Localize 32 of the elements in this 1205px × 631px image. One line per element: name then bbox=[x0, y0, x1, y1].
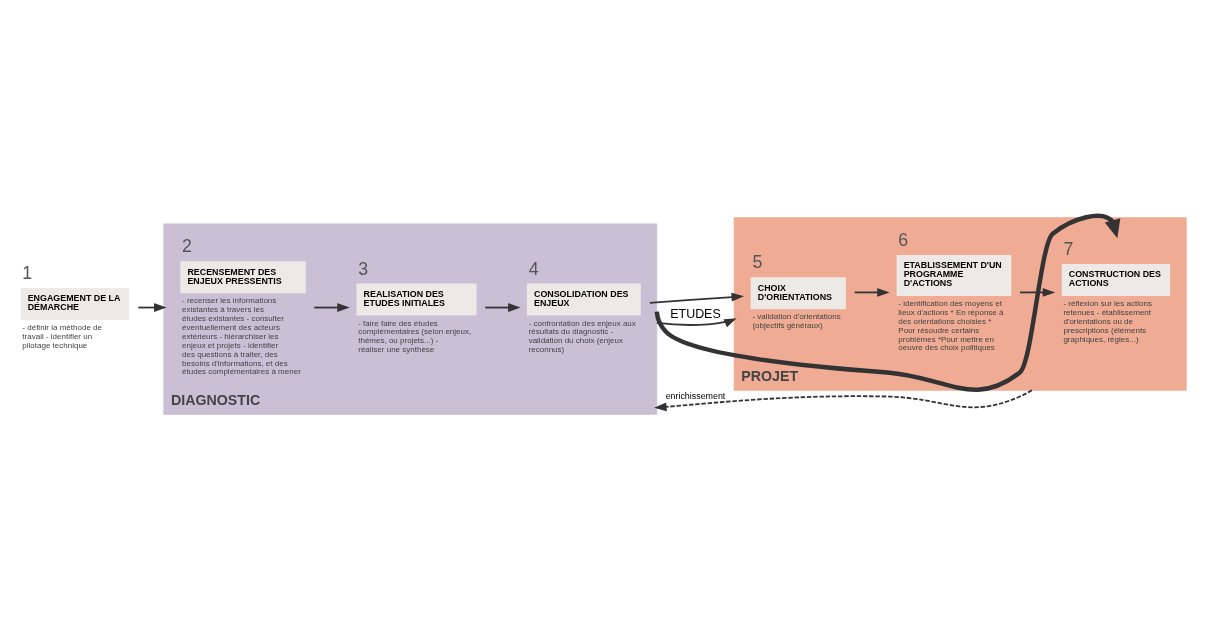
node-label: 4 bbox=[528, 258, 539, 279]
node-label: - confrontation des enjeux aux résultats du diagnostic - validation du choix (enjeux reconnus) bbox=[528, 318, 636, 354]
arrow bbox=[648, 292, 744, 304]
arrow bbox=[313, 302, 350, 312]
arrow bbox=[484, 302, 521, 312]
node-label: 6 bbox=[898, 229, 909, 250]
node-label: 5 bbox=[752, 251, 763, 272]
edge-label: ETUDES bbox=[670, 306, 721, 321]
node-label: - identification des moyens et lieux d'actions * En réponse à des orientations choisies * Pour résoudre certains problèmes *Pour mettre en oeuvre des choix politiques bbox=[898, 298, 1004, 352]
node-label: - validation d'orientations (objectifs généraux) bbox=[752, 311, 841, 330]
node-box: REALISATION DES ETUDES INITIALES bbox=[356, 283, 477, 316]
node-box: CHOIX D'ORIENTATIONS bbox=[750, 276, 846, 309]
node-label: 7 bbox=[1063, 238, 1074, 259]
node-box: RECENSEMENT DES ENJEUX PRESSENTIS bbox=[180, 260, 306, 293]
node-label: - recenser les informations existantes à travers les études existantes - consulter éventuellement des acteurs extérieurs - hiérarchiser les enjeux et projets - identifier des questions à traiter, des besoins d'informations, et des études complémentaires à mener bbox=[182, 295, 301, 376]
node-label: - définir la méthode de travail - identifier un pilotage technique bbox=[22, 322, 102, 350]
arrow bbox=[654, 388, 1033, 411]
node-box: CONSTRUCTION DES ACTIONS bbox=[1061, 263, 1171, 296]
arrow bbox=[137, 302, 167, 312]
node-label: - faire faire des études complémentaires (selon enjeux, thèmes, ou projets...) - réaliser une synthèse bbox=[358, 318, 472, 354]
node-box: ENGAGEMENT DE LA DÉMARCHE bbox=[20, 287, 130, 320]
arrow bbox=[853, 287, 890, 297]
node-box: ETABLISSEMENT D'UN PROGRAMME D'ACTIONS bbox=[896, 254, 1012, 296]
node-label: 1 bbox=[22, 262, 33, 283]
node-label: 3 bbox=[358, 258, 369, 279]
node-label: 2 bbox=[182, 235, 192, 256]
arrow bbox=[655, 317, 737, 327]
node-box: CONSOLIDATION DES ENJEUX bbox=[526, 283, 641, 316]
edge-label: enrichissement bbox=[665, 390, 726, 401]
arrow bbox=[654, 213, 1121, 392]
node-label: - réflexion sur les actions retenues - établissement d'orientations ou de prescriptions (éléments graphiques, règles...) bbox=[1063, 298, 1152, 344]
arrow bbox=[1019, 287, 1056, 297]
